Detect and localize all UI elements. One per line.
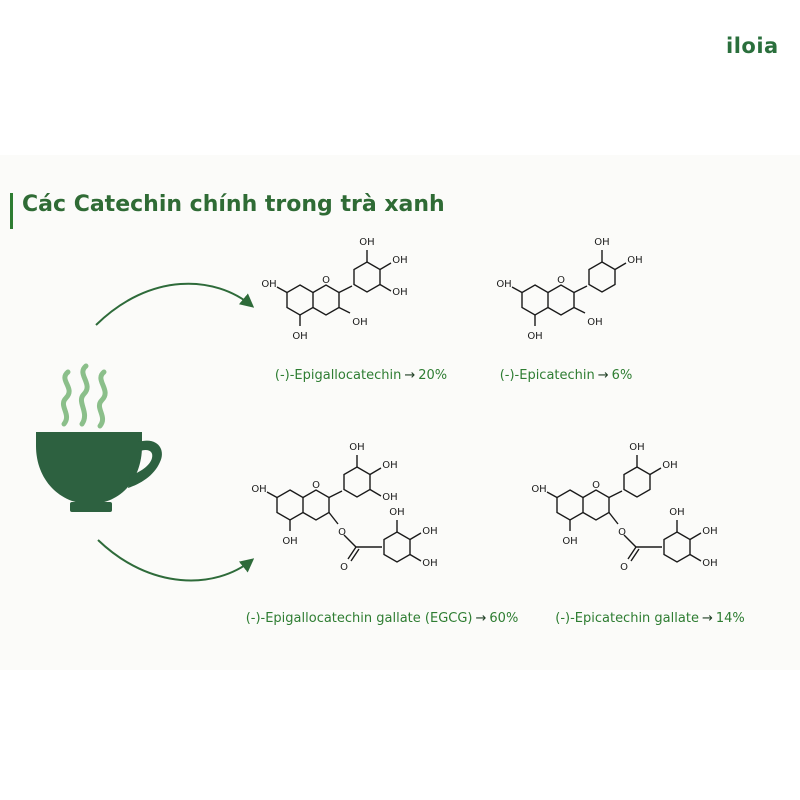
molecule-name: (-)-Epigallocatechin gallate (EGCG): [245, 611, 473, 626]
molecule-label-epicatechin: (-)-Epicatechin→6%: [500, 368, 633, 383]
atom-label: O: [557, 275, 565, 286]
molecule-label-epigallocatechin: (-)-Epigallocatechin→20%: [275, 368, 447, 383]
atom-label: OH: [392, 255, 407, 266]
atom-label: OH: [359, 237, 374, 248]
atom-label: OH: [392, 287, 407, 298]
atom-label: OH: [261, 279, 276, 290]
atom-label: OH: [382, 460, 397, 471]
page-title: Các Catechin chính trong trà xanh: [22, 192, 445, 217]
atom-label: OH: [594, 237, 609, 248]
atom-label: OH: [531, 484, 546, 495]
arrow-icon: [95, 282, 255, 326]
atom-label: OH: [292, 331, 307, 342]
molecule-structure-epicatechin: OH OH O OH OH OH: [496, 237, 642, 342]
atom-label: OH: [662, 460, 677, 471]
atom-label: O: [620, 562, 628, 573]
molecule-name: (-)-Epigallocatechin: [274, 368, 402, 383]
arrow-symbol: →: [597, 368, 609, 383]
atom-label: OH: [587, 317, 602, 328]
atom-label: OH: [422, 558, 437, 569]
molecule-percent: 60%: [489, 611, 519, 626]
molecule-structure-epigallocatechin: OH OH O OH OH OH OH: [261, 237, 407, 342]
atom-label: O: [322, 275, 330, 286]
atom-label: O: [592, 480, 600, 491]
atom-label: OH: [702, 558, 717, 569]
molecule-name: (-)-Epicatechin: [499, 368, 595, 383]
molecule-percent: 20%: [418, 368, 448, 383]
atom-label: OH: [496, 279, 511, 290]
atom-label: OH: [382, 492, 397, 503]
atom-label: OH: [627, 255, 642, 266]
molecule-label-egcg: (-)-Epigallocatechin gallate (EGCG)→60%: [246, 611, 519, 626]
molecule-structure-epicatechin-gallate: OH OH O O O OH OH OH OH OH: [531, 442, 717, 573]
atom-label: OH: [422, 526, 437, 537]
atom-label: OH: [282, 536, 297, 547]
atom-label: OH: [349, 442, 364, 453]
atom-label: OH: [702, 526, 717, 537]
arrow-icon: [97, 539, 255, 582]
molecule-percent: 6%: [611, 368, 633, 383]
content-band: [0, 155, 800, 670]
arrow-symbol: →: [404, 368, 416, 383]
atom-label: O: [618, 527, 626, 538]
atom-label: OH: [629, 442, 644, 453]
steam-icon: [60, 363, 108, 429]
atom-label: OH: [562, 536, 577, 547]
atom-label: OH: [352, 317, 367, 328]
atom-label: O: [340, 562, 348, 573]
atom-label: O: [338, 527, 346, 538]
arrow-symbol: →: [701, 611, 713, 626]
molecule-name: (-)-Epicatechin gallate: [555, 611, 699, 626]
atom-label: OH: [251, 484, 266, 495]
molecule-percent: 14%: [715, 611, 745, 626]
arrow-symbol: →: [475, 611, 487, 626]
atom-label: OH: [527, 331, 542, 342]
tea-cup-icon: [36, 363, 162, 512]
molecule-label-epicatechin-gallate: (-)-Epicatechin gallate→14%: [555, 611, 745, 626]
title-accent-bar: [10, 193, 13, 229]
atom-label: O: [312, 480, 320, 491]
atom-label: OH: [389, 507, 404, 518]
brand-logo: iloia: [726, 34, 779, 58]
molecule-structure-egcg: OH OH O O O OH OH OH OH OH OH: [251, 442, 437, 573]
atom-label: OH: [669, 507, 684, 518]
